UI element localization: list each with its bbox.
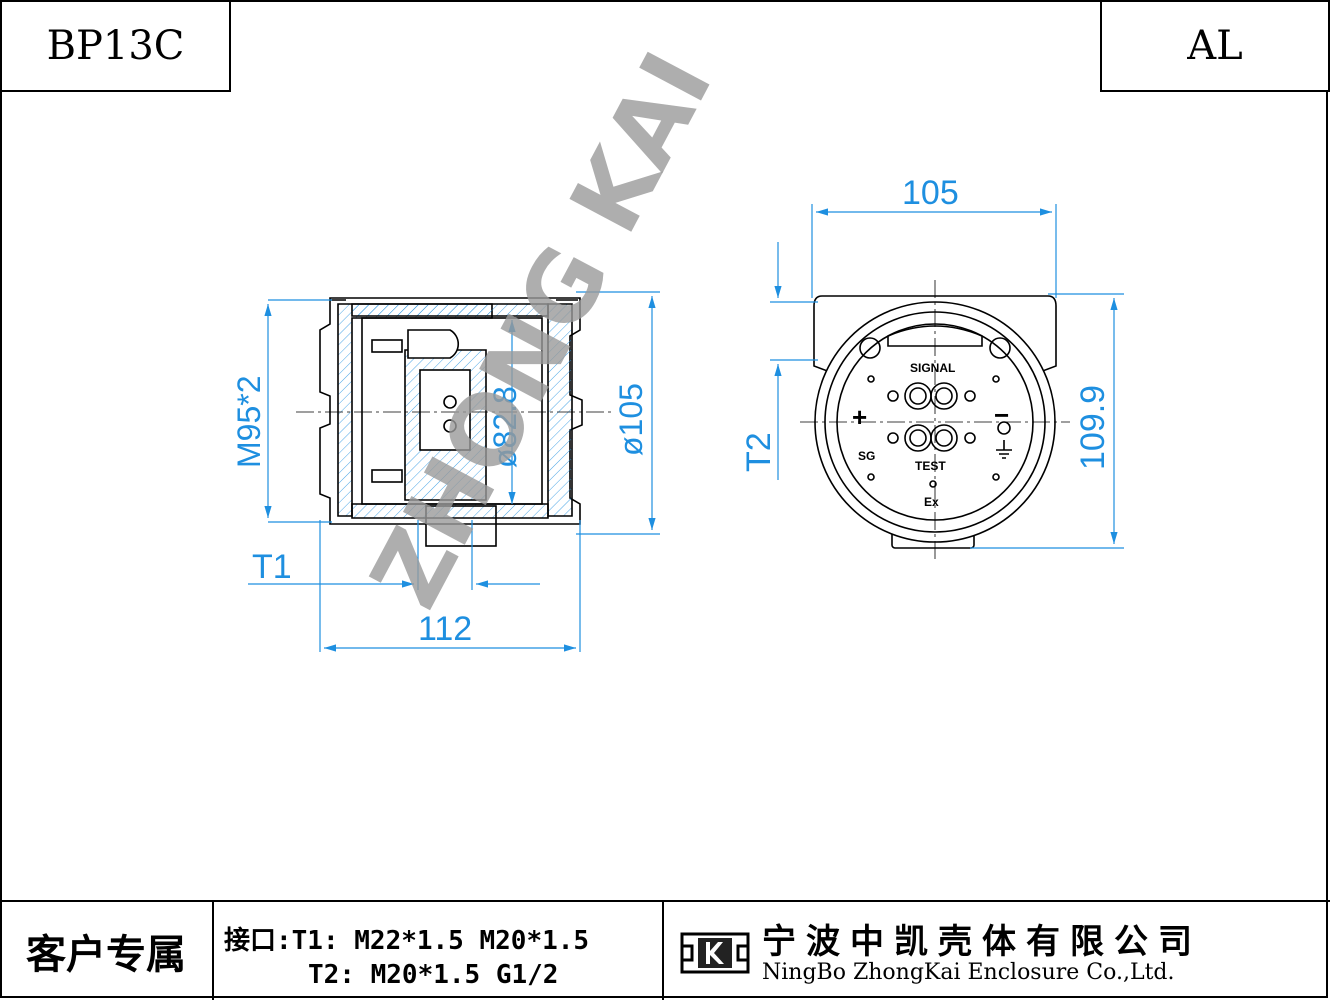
length-label: 112 [418, 610, 472, 648]
height-label: 109.9 [1074, 385, 1112, 470]
port-spec-cell: 接口:T1: M22*1.5 M20*1.5 T2: M20*1.5 G1/2 [214, 902, 664, 1000]
company-cell: 宁波中凯壳体有限公司 NingBo ZhongKai Enclosure Co.… [664, 902, 1330, 1000]
front-view [800, 280, 1070, 560]
width-label: 105 [902, 174, 959, 212]
test-label: TEST [915, 459, 946, 473]
front-dimension-lines [770, 204, 1124, 549]
customer-label: 客户专属 [0, 902, 214, 1000]
outer-diameter-label: ø105 [613, 383, 649, 456]
title-block: 客户专属 接口:T1: M22*1.5 M20*1.5 T2: M20*1.5 … [0, 900, 1330, 1002]
plus-terminal-label: + [852, 402, 867, 432]
side-dimension-lines [248, 291, 660, 652]
model-number: BP13C [0, 0, 231, 92]
port-spec-line2: T2: M20*1.5 G1/2 [308, 960, 559, 990]
thread-dimension-label: M95*2 [231, 376, 267, 469]
company-name-cn: 宁波中凯壳体有限公司 [762, 922, 1202, 962]
inner-diameter-label: ø82.8 [487, 386, 523, 468]
t2-port-label: T2 [740, 432, 778, 472]
sg-label: SG [858, 449, 875, 463]
watermark: ZHONG KAI [349, 35, 734, 625]
ex-mark: Ex [924, 495, 939, 509]
port-spec-line1: 接口:T1: M22*1.5 M20*1.5 [224, 926, 590, 956]
side-section-view [296, 297, 612, 547]
minus-terminal-label: − [994, 400, 1009, 430]
technical-drawing: M95*2 ø82.8 ø105 112 T1 SIGNAL [231, 35, 1124, 652]
material-code: AL [1100, 0, 1330, 92]
terminal-labels: SIGNAL TEST SG + − Ex [852, 361, 1009, 509]
company-logo-icon [680, 932, 750, 974]
t1-port-label: T1 [252, 548, 292, 586]
signal-label: SIGNAL [910, 361, 955, 375]
company-name-en: NingBo ZhongKai Enclosure Co.,Ltd. [762, 960, 1175, 985]
